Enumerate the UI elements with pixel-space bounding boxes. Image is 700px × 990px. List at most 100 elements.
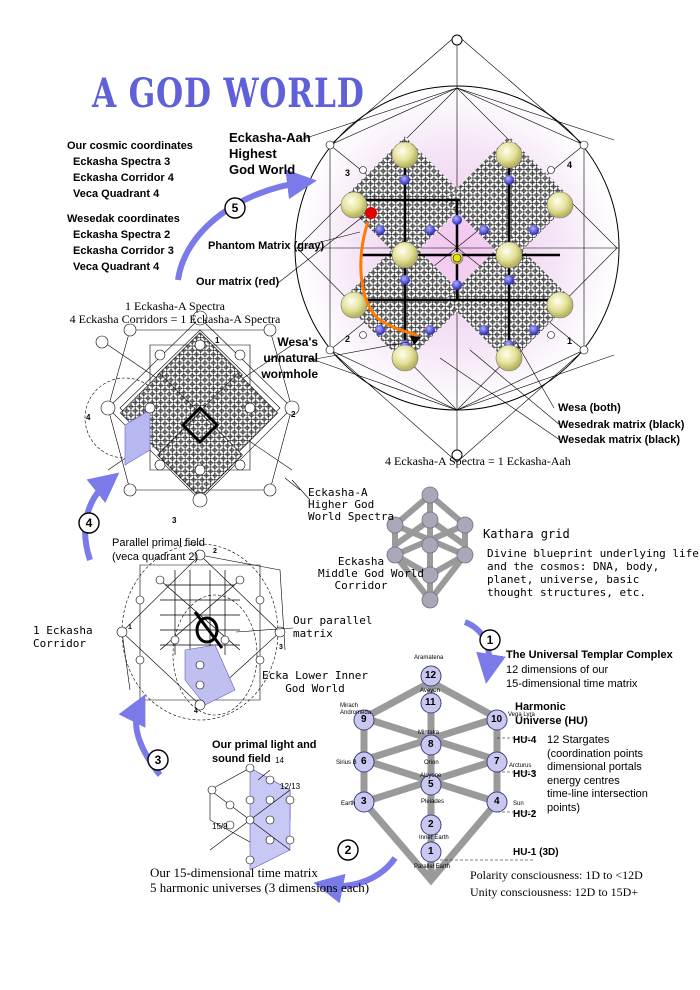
parallel-primal-field: Parallel primal field (veca quadrant 2) xyxy=(112,536,205,564)
time-matrix-line: 5 harmonic universes (3 dimensions each) xyxy=(150,880,370,895)
star-label: Alcyone xyxy=(420,773,442,779)
middle-label-line: Eckasha xyxy=(337,555,385,568)
kathara-desc-line: Divine blueprint underlying life xyxy=(487,547,699,560)
templar-node-number: 10 xyxy=(491,714,503,725)
wesedak-label: Wesedak matrix (black) xyxy=(558,434,681,446)
time-matrix-line: Our 15-dimensional time matrix xyxy=(150,865,318,880)
primal-number: 12/13 xyxy=(280,782,301,791)
spectra-label-line: World Spectra xyxy=(308,510,395,523)
templar-node-number: 3 xyxy=(361,796,367,807)
templar-node-number: 8 xyxy=(428,739,434,750)
star-label: Mirach Andromeda xyxy=(340,703,372,716)
stargate-line: energy centres xyxy=(547,774,620,787)
step-circles xyxy=(78,197,501,861)
step-number: 2 xyxy=(344,843,352,857)
templar-node-number: 6 xyxy=(361,756,367,767)
kathara-desc-line: planet, universe, basic xyxy=(487,573,640,586)
spectra-number: 2 xyxy=(291,410,296,419)
hu4-label: HU-4 xyxy=(513,735,537,746)
star-label: Parallel Earth xyxy=(414,864,451,870)
wesedak-line: Veca Quadrant 4 xyxy=(73,261,160,273)
step-number: 1 xyxy=(486,633,494,647)
templar-title: The Universal Templar Complex xyxy=(506,649,673,661)
cosmic-line: Eckasha Corridor 4 xyxy=(73,172,174,184)
templar-node-number: 7 xyxy=(494,756,500,767)
cosmic-coordinates: Our cosmic coordinates Eckasha Spectra 3… xyxy=(67,138,193,202)
kathara-description: Divine blueprint underlying life and the… xyxy=(487,547,699,599)
templar-node-number: 1 xyxy=(428,846,434,857)
star-label: Sun xyxy=(513,801,524,807)
templar-desc-line: 12 dimensions of our xyxy=(506,664,609,676)
polarity-consciousness: Polarity consciousness: 1D to <12D xyxy=(470,868,643,882)
star-label: Vega Lyra xyxy=(508,712,535,718)
star-label: Aramatena xyxy=(414,655,444,661)
aah-leader-lines xyxy=(277,214,561,441)
spectra-label-line: Higher God xyxy=(308,498,375,511)
templar-node-number: 2 xyxy=(428,819,434,830)
kathara-desc-line: thought structures, etc. xyxy=(487,586,646,599)
spectra-label-line: Eckasha-A xyxy=(308,486,368,499)
eckasha-a-spectra-diagram xyxy=(84,310,311,508)
aah-title-line: Eckasha-Aah xyxy=(229,130,311,145)
wesedak-coordinates: Wesedak coordinates Eckasha Spectra 2 Ec… xyxy=(67,211,180,275)
kathara-grid-diagram xyxy=(386,486,474,609)
star-label: Orion xyxy=(424,760,439,766)
kathara-title: Kathara grid xyxy=(483,527,570,541)
stargate-line: dimensional portals xyxy=(547,761,642,773)
primal-label-line: sound field xyxy=(212,753,271,765)
templar-node-number: 5 xyxy=(428,779,434,790)
templar-description: 12 dimensions of our 15-dimensional time… xyxy=(506,663,637,691)
stargate-line: points) xyxy=(547,801,581,814)
quadrant-number: 1 xyxy=(567,336,573,346)
middle-label-line: Corridor xyxy=(334,579,388,592)
quadrant-number: 3 xyxy=(345,168,351,178)
quadrant-number: 4 xyxy=(567,160,573,170)
wormhole-label: Wesa's unnatural wormhole xyxy=(258,334,318,382)
templar-node-number: 11 xyxy=(425,697,436,708)
parallel-label-line: matrix xyxy=(293,627,333,640)
lower-label-line: Ecka Lower Inner xyxy=(262,669,368,682)
phantom-matrix-label: Phantom Matrix (gray) xyxy=(208,240,325,252)
page-title: A GOD WORLD xyxy=(92,70,365,117)
primal-field-line: Parallel primal field xyxy=(112,537,205,549)
corridor-number: 2 xyxy=(213,548,217,555)
cosmic-line: Veca Quadrant 4 xyxy=(73,188,160,200)
eckasha-corridor-label: 1 Eckasha Corridor xyxy=(33,624,93,650)
hu-label-line: Harmonic xyxy=(515,701,566,713)
star-label: Earth xyxy=(341,801,356,807)
our-matrix-label: Our matrix (red) xyxy=(196,276,280,288)
ecka-lower-label: Ecka Lower Inner God World xyxy=(260,669,370,695)
quadrant-number: 2 xyxy=(345,334,351,344)
corridor-number: 4 xyxy=(194,708,198,715)
primal-number: 15/9 xyxy=(212,822,228,831)
wormhole-line: unnatural xyxy=(263,351,318,365)
spectra-caption-line: 1 Eckasha-A Spectra xyxy=(125,299,225,313)
harmonic-universe-label: Harmonic Universe (HU) xyxy=(515,700,588,728)
middle-god-world-label: Eckasha Middle God World Corridor xyxy=(318,555,424,592)
parallel-label-line: Our parallel xyxy=(293,614,373,627)
wormhole-line: Wesa's xyxy=(277,335,318,349)
step-number: 5 xyxy=(231,201,239,215)
step-number: 3 xyxy=(154,753,162,767)
templar-node-number: 9 xyxy=(361,714,367,725)
cosmic-heading: Our cosmic coordinates xyxy=(67,140,193,152)
star-label: Inner Earth xyxy=(419,835,449,841)
our-parallel-matrix-label: Our parallel matrix xyxy=(293,614,372,640)
time-matrix-caption: Our 15-dimensional time matrix 5 harmoni… xyxy=(150,865,369,895)
star-label: Arcturus xyxy=(509,763,532,769)
primal-light-label: Our primal light and sound field xyxy=(212,738,317,766)
templar-complex-diagram xyxy=(353,665,535,886)
wesedak-heading: Wesedak coordinates xyxy=(67,213,180,225)
aah-title-line: Highest xyxy=(229,146,277,161)
stargate-line: (coordination points xyxy=(547,747,644,760)
aah-title-line: God World xyxy=(229,162,296,177)
cosmic-line: Eckasha Spectra 3 xyxy=(73,156,171,168)
hu-label-line: Universe (HU) xyxy=(515,715,588,727)
middle-label-line: Middle God World xyxy=(318,567,424,580)
spectra-caption-line: 4 Eckasha Corridors = 1 Eckasha-A Spectr… xyxy=(69,312,281,326)
wesedrak-label: Wesedrak matrix (black) xyxy=(558,419,685,431)
spectra-number: 1 xyxy=(215,336,220,345)
wormhole-line: wormhole xyxy=(261,367,318,381)
unity-consciousness: Unity consciousness: 12D to 15D+ xyxy=(470,885,639,899)
